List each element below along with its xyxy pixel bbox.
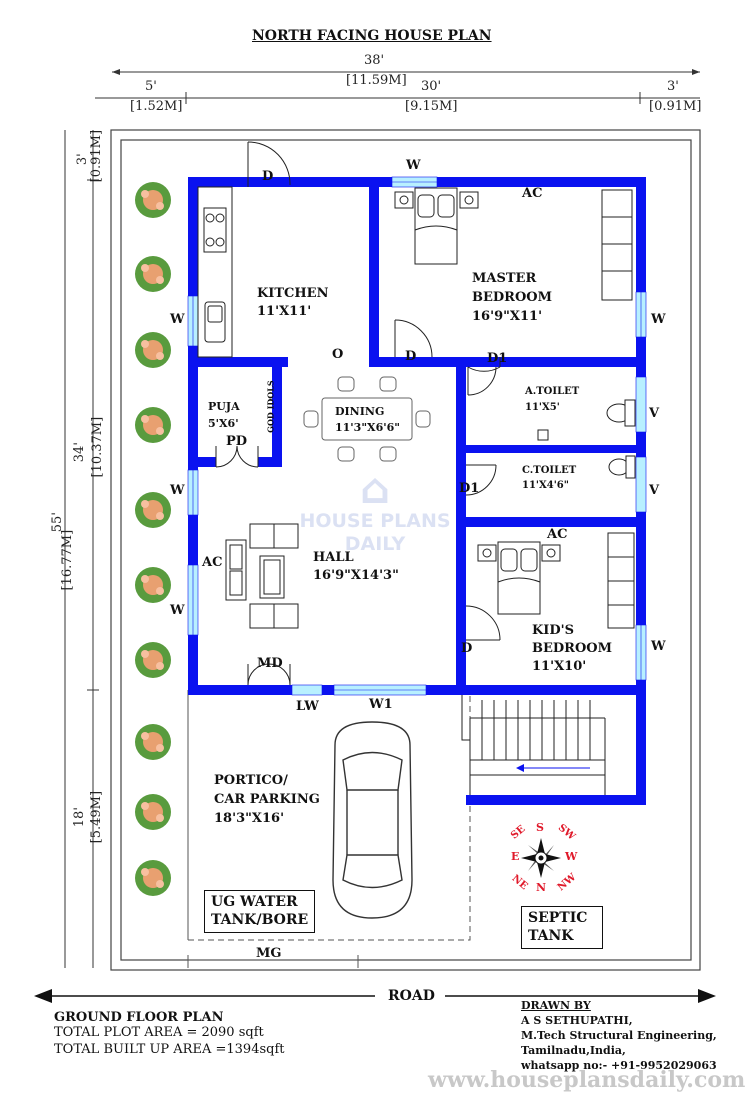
mark-d1-mid: D1	[459, 481, 480, 496]
ug-tank-line2: TANK/BORE	[211, 911, 309, 928]
god-idols-label: GOD IDOLS	[265, 380, 276, 433]
dim-mid-width-ft: 30'	[421, 79, 442, 94]
kitchen-counter	[197, 186, 233, 358]
dim-left-width-m: [1.52M]	[130, 99, 183, 114]
room-portico: PORTICO/	[214, 773, 288, 788]
room-kids-2: BEDROOM	[532, 641, 613, 656]
room-portico-2: CAR PARKING	[214, 792, 320, 807]
mark-d1-top: D1	[487, 351, 508, 366]
room-kitchen: KITCHEN	[257, 286, 329, 301]
dim-total-depth-m: [16.77M]	[59, 529, 75, 591]
watermark-logo: ⌂ HOUSE PLANS DAILY	[299, 464, 451, 555]
dimension-lines	[64, 71, 700, 968]
dim-total-width-ft: 38'	[364, 53, 385, 68]
dim-front-depth-ft: 18'	[71, 807, 87, 828]
mark-w-master: W	[651, 312, 666, 327]
plan-title: NORTH FACING HOUSE PLAN	[252, 28, 492, 44]
mark-pd: PD	[226, 434, 248, 449]
room-a-toilet: A.TOILET	[525, 386, 580, 397]
mark-mg: MG	[256, 946, 282, 961]
mark-d-kids: D	[461, 641, 473, 656]
master-bed	[394, 187, 633, 301]
septic-tank-box: SEPTIC TANK	[521, 906, 603, 949]
mark-v2: V	[649, 483, 660, 498]
mark-o: O	[332, 347, 344, 362]
ug-water-tank-box: UG WATER TANK/BORE	[204, 890, 316, 933]
mark-ac-master: AC	[522, 186, 543, 201]
dim-right-width-ft: 3'	[667, 79, 679, 94]
room-a-toilet-size: 11'X5'	[525, 402, 560, 413]
built-area-label: TOTAL BUILT UP AREA =1394sqft	[54, 1042, 285, 1057]
mark-w-top: W	[406, 158, 421, 173]
toilet-fixtures	[537, 399, 636, 479]
room-c-toilet-size: 11'X4'6"	[522, 480, 569, 491]
ug-tank-line1: UG WATER	[211, 894, 298, 910]
road-label: ROAD	[388, 988, 435, 1004]
car	[332, 721, 413, 919]
doors	[215, 141, 501, 686]
room-kids-size: 11'X10'	[532, 659, 587, 674]
mark-d-kitchen: D	[262, 169, 274, 184]
drawn-by-heading: DRAWN BY	[521, 999, 591, 1012]
staircase	[461, 695, 606, 795]
room-kids: KID'S	[532, 623, 575, 638]
septic-line2: TANK	[528, 927, 574, 944]
room-master-size: 16'9"X11'	[472, 309, 543, 324]
compass-icon	[521, 838, 561, 878]
compass-w: W	[565, 850, 578, 863]
ground-floor-plan-label: GROUND FLOOR PLAN	[54, 1010, 224, 1025]
mark-lw: LW	[296, 699, 319, 714]
compass-n: N	[536, 881, 547, 894]
septic-line1: SEPTIC	[528, 910, 588, 926]
credit-name: A S SETHUPATHI,	[521, 1014, 633, 1027]
compass-s: S	[536, 821, 544, 834]
mark-w-hall1: W	[170, 483, 185, 498]
compass-e: E	[511, 850, 520, 863]
room-master: MASTER	[472, 271, 537, 286]
mark-ac-kids: AC	[547, 527, 568, 542]
kids-bed	[477, 532, 635, 629]
credit-qualification: M.Tech Structural Engineering,	[521, 1029, 717, 1042]
room-master-2: BEDROOM	[472, 290, 553, 305]
dim-right-width-m: [0.91M]	[649, 99, 702, 114]
dim-front-depth-m: [5.49M]	[88, 790, 104, 844]
plot-area-label: TOTAL PLOT AREA = 2090 sqft	[54, 1025, 264, 1040]
room-puja-size: 5'X6'	[208, 417, 239, 430]
room-puja: PUJA	[208, 400, 240, 413]
mark-w1: W1	[369, 697, 393, 712]
portico-boundary	[187, 690, 471, 968]
mark-w-kids: W	[651, 639, 666, 654]
dim-left-width-ft: 5'	[145, 79, 157, 94]
dining-table	[303, 376, 431, 462]
dim-house-depth-m: [10.37M]	[89, 416, 105, 478]
dim-top-depth-m: [0.91M]	[88, 129, 104, 183]
room-kitchen-size: 11'X11'	[257, 304, 312, 319]
hall-sofa	[225, 523, 299, 629]
room-dining: DINING	[335, 405, 385, 418]
mark-w-hall2: W	[170, 603, 185, 618]
dim-mid-width-m: [9.15M]	[405, 99, 458, 114]
mark-d-master: D	[405, 349, 417, 364]
mark-w-kitchen: W	[170, 312, 185, 327]
credit-place: Tamilnadu,India,	[521, 1044, 626, 1057]
room-dining-size: 11'3"X6'6"	[335, 421, 401, 434]
mark-ac-hall: AC	[202, 555, 223, 570]
website-watermark: www.houseplansdaily.com	[428, 1067, 746, 1093]
garden-plants	[135, 182, 171, 896]
mark-v1: V	[649, 406, 660, 421]
dim-total-width-m: [11.59M]	[346, 73, 407, 88]
mark-md: MD	[257, 656, 283, 671]
room-c-toilet: C.TOILET	[522, 465, 577, 476]
room-portico-size: 18'3"X16'	[214, 811, 285, 826]
room-hall-size: 16'9"X14'3"	[313, 568, 399, 583]
credit-phone: whatsapp no:- +91-9952029063	[521, 1059, 717, 1072]
room-hall: HALL	[313, 550, 354, 565]
dim-house-depth-ft: 34'	[71, 442, 87, 463]
plot-boundary	[110, 129, 701, 971]
